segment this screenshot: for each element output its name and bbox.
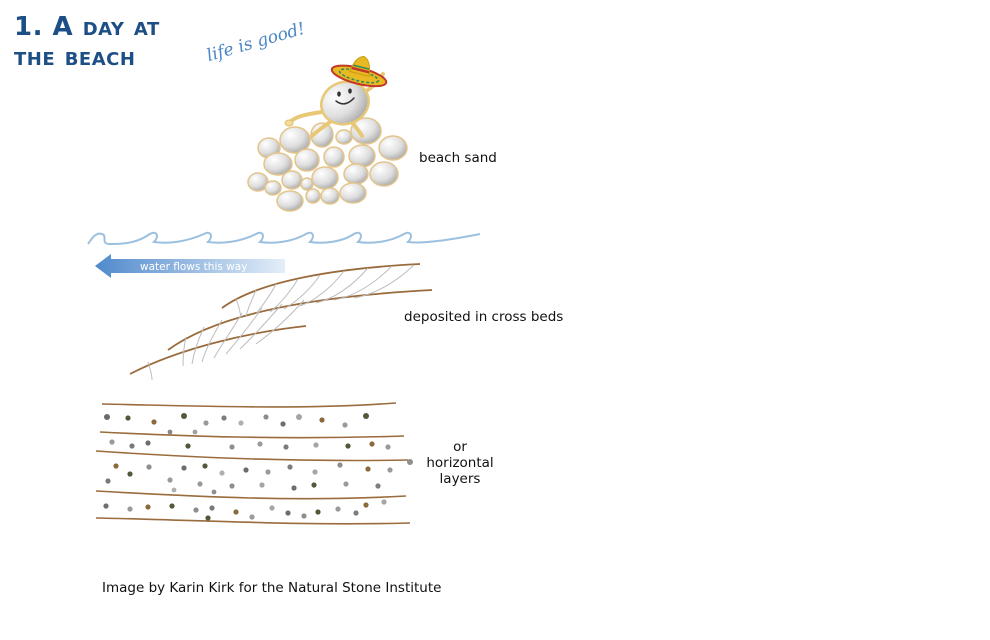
image-credit: Image by Karin Kirk for the Natural Ston… <box>102 580 442 596</box>
sand-grain <box>323 146 345 168</box>
layer-line <box>99 431 405 439</box>
page-title-line-2: the beach <box>14 42 136 72</box>
character-arm <box>288 110 324 124</box>
character-eye <box>348 88 352 94</box>
layer-line <box>95 517 411 525</box>
layer-line <box>95 450 409 462</box>
horizontal-layers-label-line-3: layers <box>439 471 481 487</box>
horizontal-layers-label-line-2: horizontal <box>426 455 494 471</box>
sand-grain <box>279 126 311 154</box>
sand-grain <box>263 152 293 176</box>
sand-grain <box>369 161 399 187</box>
page-title-line-1: 1. A day at <box>14 12 160 42</box>
sand-grain <box>276 190 304 212</box>
layer-line <box>95 490 407 500</box>
page-title: 1. A day at the beach <box>14 12 160 72</box>
character-hand <box>284 119 294 127</box>
water-flow-label: water flows this way <box>140 261 247 273</box>
sand-grain <box>320 187 340 205</box>
water-flow-arrow: water flows this way <box>95 254 285 278</box>
sand-grain <box>378 135 408 161</box>
sand-grain-pile <box>247 117 408 212</box>
sombrero-icon <box>330 55 388 88</box>
character-smile <box>335 97 355 105</box>
character-leg <box>310 120 332 138</box>
beach-sand-label: beach sand <box>419 150 497 166</box>
cross-bed-top-line <box>221 263 421 309</box>
sand-grain <box>281 170 303 190</box>
cross-bed-bottom-line <box>129 325 307 375</box>
sediment-grains <box>103 413 413 521</box>
sand-grain <box>300 177 314 191</box>
sand-grain <box>311 166 339 190</box>
horizontal-layers <box>95 402 413 525</box>
sand-grain <box>343 163 369 185</box>
cross-beds-label: deposited in cross beds <box>404 309 564 325</box>
cross-bed-laminae <box>147 264 415 381</box>
happy-grain-character <box>284 55 388 138</box>
sand-grain <box>294 148 320 172</box>
sand-grain <box>335 129 353 145</box>
water-wave-line <box>87 231 481 246</box>
sand-grain <box>264 180 282 196</box>
layer-line <box>101 402 397 408</box>
horizontal-layers-label: or horizontal layers <box>418 439 502 487</box>
sand-grain <box>305 188 321 204</box>
sand-grain <box>350 117 382 145</box>
sand-grain <box>339 182 367 204</box>
cross-beds <box>129 263 433 381</box>
character-eye <box>337 91 341 97</box>
cross-bed-middle-line <box>167 289 433 351</box>
horizontal-layers-label-line-1: or <box>453 439 467 455</box>
